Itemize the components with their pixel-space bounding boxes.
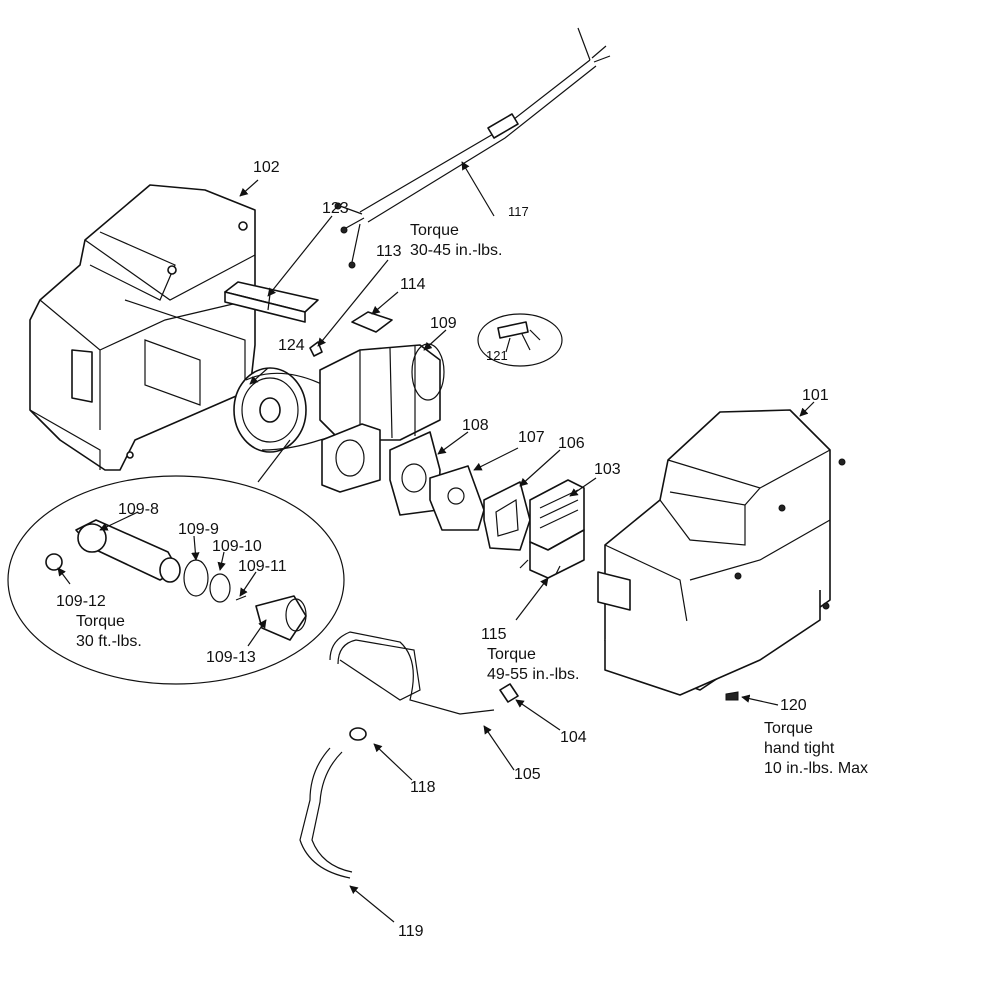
tube-105	[329, 631, 495, 715]
hose-119	[299, 747, 353, 879]
label-115: 115	[481, 626, 507, 643]
screws-115	[519, 559, 561, 575]
pad-114	[351, 311, 393, 333]
clamp-118	[349, 727, 367, 741]
torque-note-120-line1: Torque	[764, 720, 813, 737]
label-118: 118	[410, 779, 436, 796]
label-109-13: 109-13	[206, 649, 256, 666]
label-101: 101	[802, 387, 829, 404]
torque-note-109: Torque 30 ft.-lbs.	[76, 612, 142, 652]
capacitor-123	[224, 281, 319, 323]
torque-note-115-line1: Torque	[487, 646, 536, 663]
label-113: 113	[376, 243, 402, 260]
label-107: 107	[518, 429, 545, 446]
label-119: 119	[398, 923, 424, 940]
cylinder-head-103	[529, 479, 585, 579]
label-105: 105	[514, 766, 541, 783]
label-109-8: 109-8	[118, 501, 159, 518]
gasket-106	[483, 481, 531, 551]
label-120: 120	[780, 697, 807, 714]
label-106: 106	[558, 435, 585, 452]
label-121: 121	[486, 348, 508, 363]
label-123: 123	[322, 200, 349, 217]
label-104: 104	[560, 729, 587, 746]
label-109-10: 109-10	[212, 538, 262, 555]
screw-120	[725, 691, 739, 701]
label-108: 108	[462, 417, 489, 434]
label-109: 109	[430, 315, 457, 332]
label-117: 117	[508, 204, 529, 219]
label-114: 114	[400, 276, 426, 293]
label-109-11: 109-11	[238, 558, 287, 575]
torque-note-109-line1: Torque	[76, 613, 125, 630]
switch-121-inset	[477, 313, 563, 367]
valve-plate-107	[429, 465, 485, 531]
label-109-9: 109-9	[178, 521, 219, 538]
torque-note-113-line1: Torque	[410, 222, 459, 239]
torque-note-120-line2: hand tight	[764, 740, 835, 757]
label-124: 124	[278, 337, 305, 354]
power-cord-117	[334, 27, 611, 269]
motor-109	[319, 343, 445, 493]
torque-note-109-line2: 30 ft.-lbs.	[76, 633, 142, 650]
torque-note-120: Torque hand tight 10 in.-lbs. Max	[764, 719, 868, 779]
torque-note-113: Torque 30-45 in.-lbs.	[410, 221, 503, 261]
label-102: 102	[253, 159, 280, 176]
torque-note-120-line3: 10 in.-lbs. Max	[764, 760, 869, 777]
label-103: 103	[594, 461, 621, 478]
label-109-12: 109-12	[56, 593, 106, 610]
torque-note-115: Torque 49-55 in.-lbs.	[487, 645, 580, 685]
detail-inset-109	[7, 439, 345, 685]
torque-note-113-line2: 30-45 in.-lbs.	[410, 242, 503, 259]
torque-note-115-line2: 49-55 in.-lbs.	[487, 666, 580, 683]
fitting-104	[499, 683, 519, 703]
left-shroud-102	[29, 184, 256, 471]
right-shroud-101	[597, 409, 846, 696]
